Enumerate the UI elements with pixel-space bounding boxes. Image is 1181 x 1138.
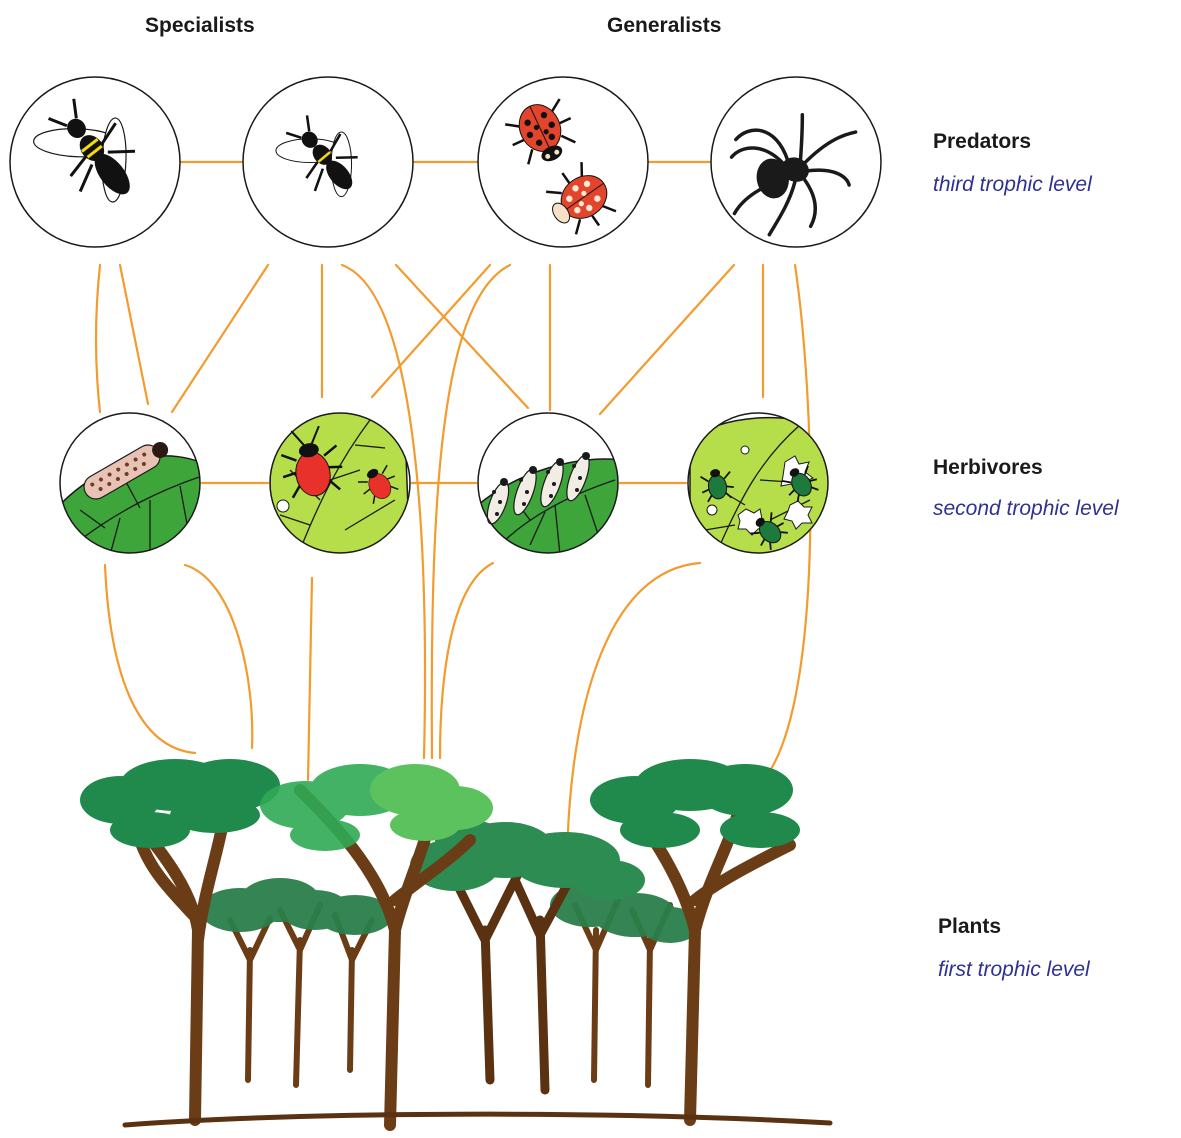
- herbivore-node-green-beetles: [688, 413, 830, 560]
- small-tree-group: [200, 878, 700, 1085]
- herbivores-title: Herbivores: [933, 456, 1043, 480]
- plants-subtitle: first trophic level: [938, 958, 1090, 982]
- plants-title: Plants: [938, 915, 1001, 939]
- predator-row: [10, 77, 881, 255]
- generalists-heading: Generalists: [607, 14, 721, 38]
- herbivore-node-larvae: [478, 413, 620, 560]
- link-herb1-plants-a: [105, 565, 195, 753]
- herbivores-subtitle: second trophic level: [933, 497, 1119, 521]
- predator-node-spider: [709, 77, 881, 255]
- predator-node-wasp-large: [10, 77, 180, 247]
- link-pred1-herb1-a: [96, 265, 100, 412]
- predator-node-wasp-small: [243, 77, 413, 247]
- link-herb1-plants-b: [185, 565, 252, 748]
- predators-title: Predators: [933, 130, 1031, 154]
- predator-node-ladybirds: [478, 77, 648, 247]
- herbivore-node-caterpillar: [55, 413, 215, 560]
- link-herb2-plants: [308, 578, 312, 780]
- herbivore-node-red-beetles: [270, 411, 410, 560]
- link-pred1-herb1-b: [120, 265, 148, 404]
- forest-illustration: [80, 759, 830, 1125]
- specialists-heading: Specialists: [145, 14, 255, 38]
- predators-subtitle: third trophic level: [933, 173, 1092, 197]
- link-pred2-herb1: [172, 265, 268, 412]
- link-pred4-herb3: [600, 265, 734, 414]
- large-tree-group: [80, 759, 800, 1125]
- ground-line: [125, 1114, 830, 1125]
- link-herb3-plants: [440, 563, 493, 758]
